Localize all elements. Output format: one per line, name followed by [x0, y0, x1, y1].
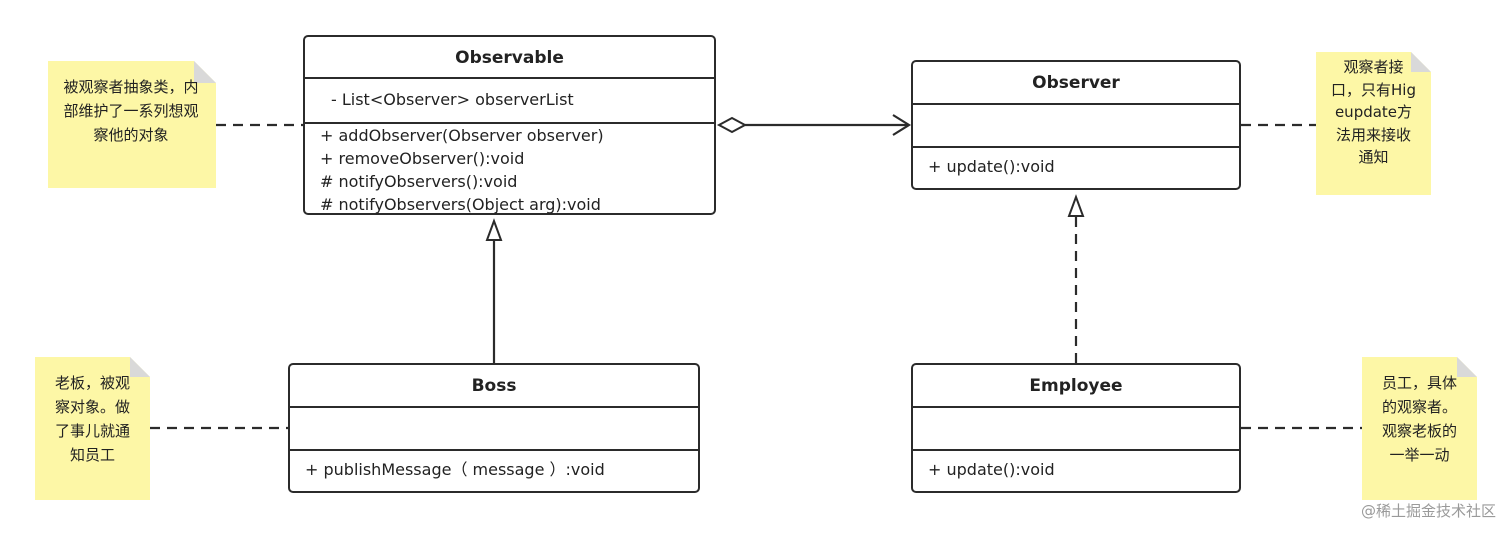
- class-observer[interactable]: Observer + update():void: [911, 60, 1241, 190]
- class-employee-operations: + update():void: [913, 451, 1239, 489]
- operation-item: + publishMessage（ message ）:void: [305, 460, 605, 479]
- note-paper-icon: [35, 357, 150, 500]
- note-employee: 员工，具体的观察者。观察老板的一举一动: [1362, 357, 1477, 500]
- class-observable-operations: + addObserver(Observer observer) + remov…: [305, 124, 714, 216]
- class-observable[interactable]: Observable - List<Observer> observerList…: [303, 35, 716, 215]
- class-employee[interactable]: Employee + update():void: [911, 363, 1241, 493]
- realization-triangle: [1067, 194, 1085, 217]
- note-employee-text: 员工，具体的观察者。观察老板的一举一动: [1381, 374, 1457, 464]
- class-employee-attributes: [913, 408, 1239, 451]
- generalization-triangle: [485, 218, 503, 241]
- class-employee-name: Employee: [913, 365, 1239, 408]
- class-boss[interactable]: Boss + publishMessage（ message ）:void: [288, 363, 700, 493]
- attribute-item: - List<Observer> observerList: [331, 90, 574, 109]
- aggregation-diamond: [716, 116, 748, 134]
- aggregation-arrow: [716, 114, 912, 136]
- generalization-arrow: [485, 218, 503, 363]
- note-boss-text: 老板，被观察对象。做了事儿就通知员工: [54, 374, 130, 464]
- operation-item: # notifyObservers():void: [320, 172, 518, 191]
- note-paper-icon: [1362, 357, 1477, 500]
- class-boss-name: Boss: [290, 365, 698, 408]
- note-observer-text: 观察者接口，只有Higeupdate方法用来接收通知: [1331, 58, 1416, 166]
- operation-item: + update():void: [928, 460, 1055, 479]
- realization-arrow: [1067, 194, 1085, 363]
- note-observable: 被观察者抽象类，内部维护了一系列想观察他的对象: [48, 61, 216, 188]
- operation-item: + update():void: [928, 157, 1055, 176]
- note-paper-icon: [1316, 52, 1431, 195]
- class-observer-name: Observer: [913, 62, 1239, 105]
- note-paper-icon: [48, 61, 216, 188]
- note-observable-text: 被观察者抽象类，内部维护了一系列想观察他的对象: [63, 78, 199, 144]
- class-observer-attributes: [913, 105, 1239, 148]
- class-boss-operations: + publishMessage（ message ）:void: [290, 451, 698, 489]
- note-observer: 观察者接口，只有Higeupdate方法用来接收通知: [1316, 52, 1431, 195]
- class-observer-operations: + update():void: [913, 148, 1239, 186]
- operation-item: + addObserver(Observer observer): [320, 126, 604, 145]
- note-boss: 老板，被观察对象。做了事儿就通知员工: [35, 357, 150, 500]
- class-observable-name: Observable: [305, 37, 714, 79]
- aggregation-arrowhead: [892, 114, 912, 136]
- class-boss-attributes: [290, 408, 698, 451]
- operation-item: + removeObserver():void: [320, 149, 525, 168]
- class-observable-attributes: - List<Observer> observerList: [305, 79, 714, 124]
- operation-item: # notifyObservers(Object arg):void: [320, 195, 601, 214]
- watermark: @稀土掘金技术社区: [1360, 502, 1496, 520]
